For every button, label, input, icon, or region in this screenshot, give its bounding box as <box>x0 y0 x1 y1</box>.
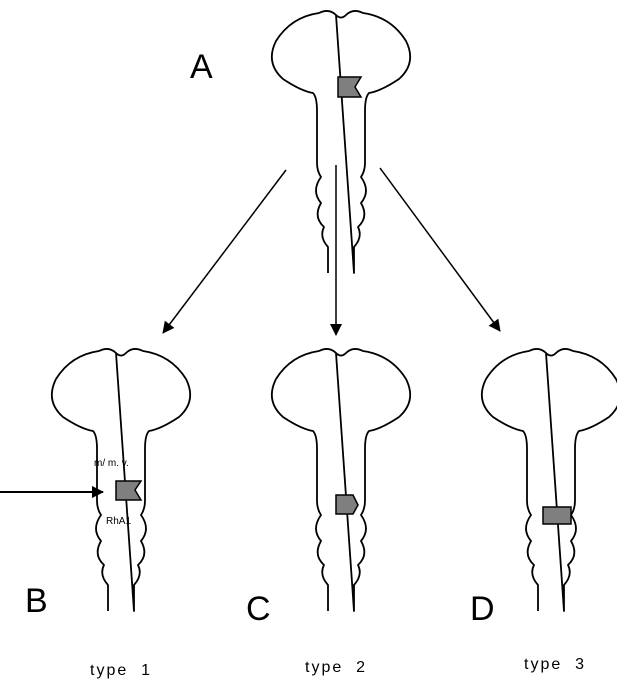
panel-letter-d: D <box>470 590 495 628</box>
embryo-d <box>482 349 617 611</box>
panel-letter-c: C <box>246 590 271 628</box>
graft-d <box>543 507 571 524</box>
graft-a <box>338 77 361 97</box>
type-label-3: type 3 <box>524 656 586 673</box>
panel-letter-a: A <box>190 48 213 86</box>
panel-letter-b: B <box>25 582 48 620</box>
type-label-1: type 1 <box>90 662 152 679</box>
graft-b <box>116 481 141 500</box>
region-label-mmv: m/ m. v. <box>94 458 129 469</box>
embryo-a <box>272 11 410 273</box>
arrow-a-to-d <box>380 168 500 331</box>
embryo-c <box>272 349 410 611</box>
arrow-a-to-b <box>163 170 286 333</box>
type-label-2: type 2 <box>305 659 367 676</box>
region-label-rha1: RhA1 <box>106 516 131 527</box>
graft-c <box>336 495 358 514</box>
embryo-b <box>52 349 190 611</box>
